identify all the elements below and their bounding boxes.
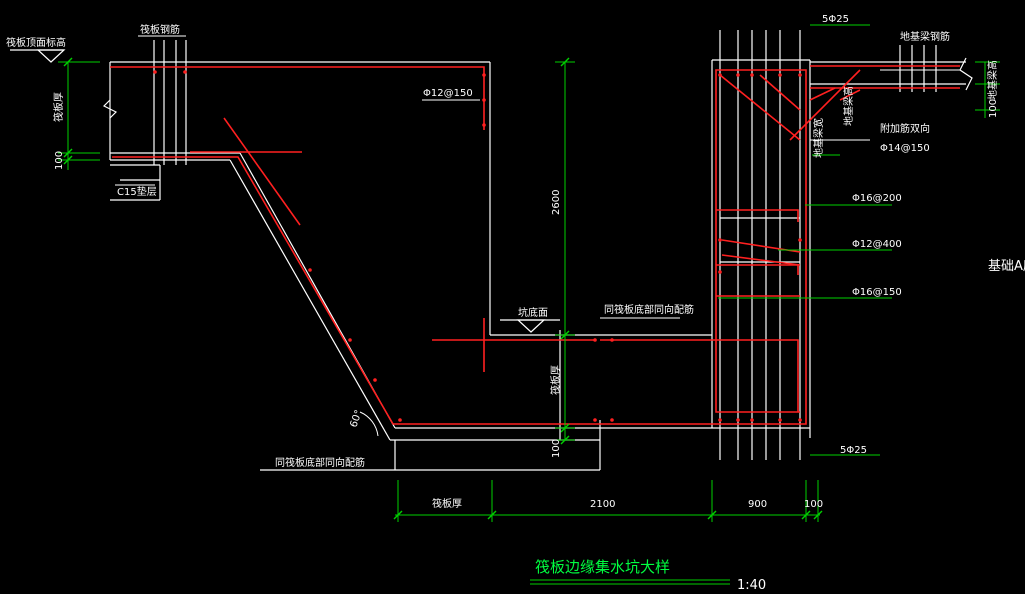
dim-pit: 2100 (590, 499, 615, 510)
label-foundation-beam-rebar: 地基梁钢筋 (900, 30, 950, 43)
label-angle-60: 60° (348, 409, 364, 429)
label-top-5phi25: 5Φ25 (822, 14, 849, 25)
label-dim-2600: 2600 (551, 190, 562, 215)
label-raft-thickness: 筏板厚 (52, 92, 65, 122)
dim-edge: 100 (804, 499, 823, 510)
dimension-lines (58, 24, 1000, 581)
dim-wall: 900 (748, 499, 767, 510)
drawing-title: 筏板边缘集水坑大样 (535, 558, 670, 576)
angle-arc (359, 411, 379, 437)
label-dim-100-left: 100 (54, 151, 65, 170)
label-raft-rebar: 筏板钢筋 (140, 23, 180, 36)
label-phi12-150: Φ12@150 (423, 88, 473, 99)
bottom-dimension-labels: 筏板厚 2100 900 100 (432, 497, 823, 510)
label-same-raft-bottom: 同筏板底部同向配筋 (604, 303, 694, 316)
drawing-scale: 1:40 (737, 578, 766, 593)
label-pit-bottom: 坑底面 (518, 306, 548, 319)
label-bottom-5phi25: 5Φ25 (840, 445, 867, 456)
label-foundation-beam-height: 地基梁高 (986, 60, 999, 100)
label-add-rebar: 附加筋双向 (880, 122, 930, 135)
label-dim-100-bottom: 100 (551, 439, 562, 458)
label-phi16-150: Φ16@150 (852, 287, 902, 298)
leader-lines (115, 35, 960, 471)
label-dim-100-right: 100 (988, 99, 999, 118)
label-add-rebar-spec: Φ14@150 (880, 143, 930, 154)
label-phi16-200: Φ16@200 (852, 193, 902, 204)
rebar-lines (110, 65, 960, 425)
label-cushion: C15垫层 (117, 185, 157, 198)
label-raft-thickness-2: 筏板厚 (549, 365, 562, 395)
label-foundation-a: 基础A底 (988, 258, 1025, 274)
rebar-dots (153, 70, 802, 422)
label-foundation-beam-width: 地基梁宽 (812, 118, 825, 158)
label-raft-top-elev: 筏板顶面标高 (6, 36, 66, 49)
annotation-labels: 筏板顶面标高 筏板钢筋 筏板厚 100 C15垫层 Φ12@150 2600 坑… (6, 14, 1025, 469)
dim-raft: 筏板厚 (432, 497, 462, 510)
label-foundation-beam-note: 地基梁高 (842, 86, 855, 126)
dimension-ticks (63, 57, 823, 520)
label-same-raft-bottom-2: 同筏板底部同向配筋 (275, 456, 365, 469)
label-phi12-400: Φ12@400 (852, 239, 902, 250)
